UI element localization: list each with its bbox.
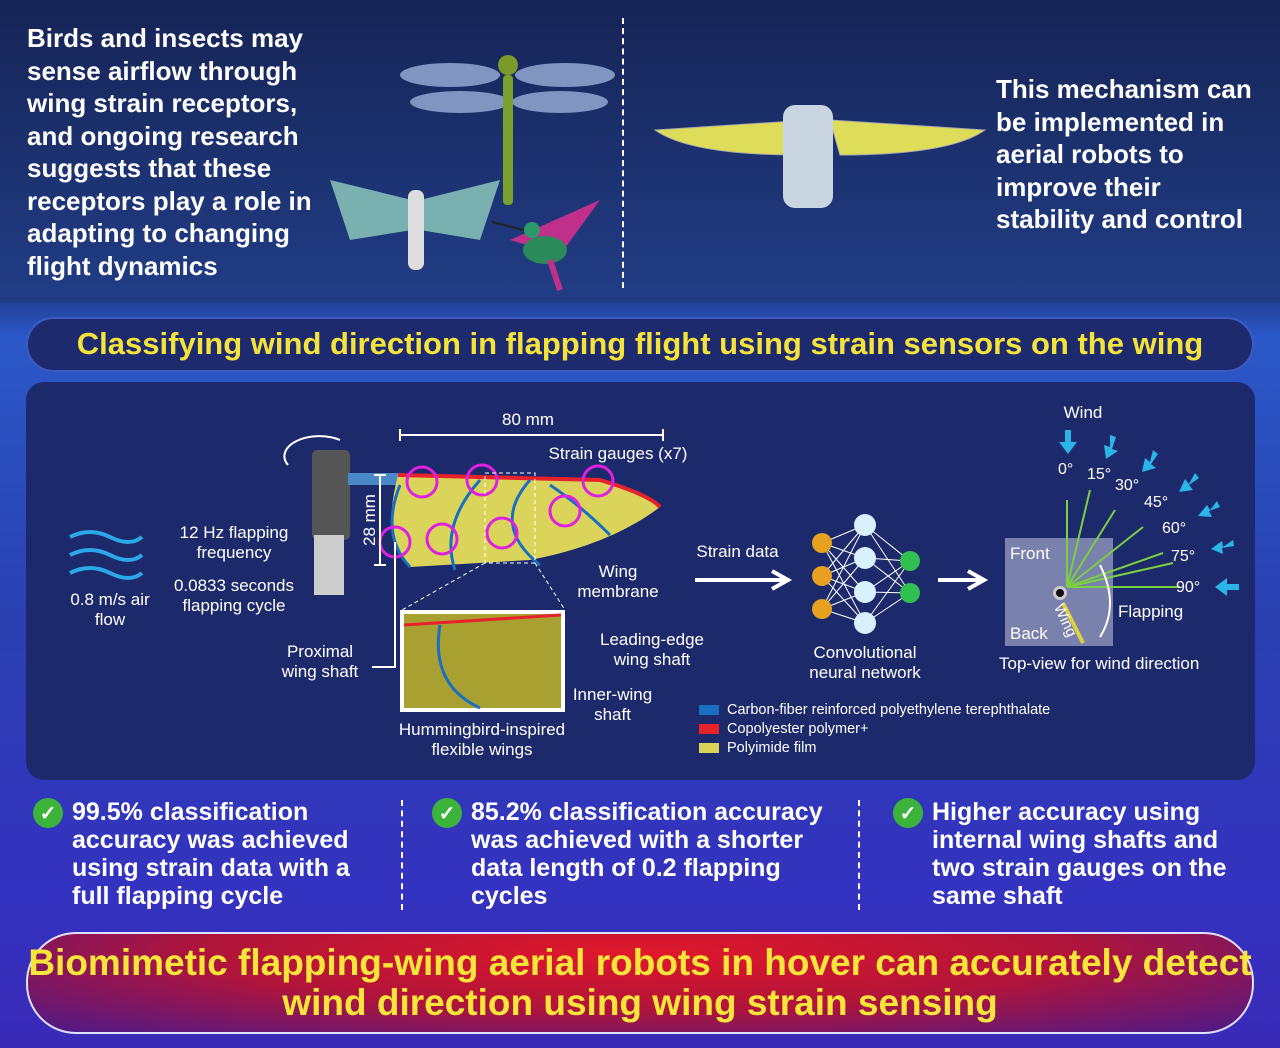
- legend-item: Carbon-fiber reinforced polyethylene ter…: [699, 702, 1050, 718]
- wings-caption: Hummingbird-inspired flexible wings: [398, 720, 566, 759]
- legend-item: Copolyester polymer+: [699, 721, 1050, 737]
- hummingbird-icon: [491, 200, 600, 291]
- cycle-label: 0.0833 seconds flapping cycle: [173, 576, 295, 615]
- airflow-label: 0.8 m/s air flow: [70, 590, 150, 629]
- legend-swatch: [699, 724, 719, 734]
- dragonfly-icon: [400, 55, 615, 205]
- width-dimension: 80 mm: [502, 410, 554, 429]
- legend-label: Carbon-fiber reinforced polyethylene ter…: [727, 702, 1051, 718]
- angle-30: 30°: [1115, 477, 1140, 494]
- angle-0: 0°: [1058, 461, 1074, 478]
- frequency-label: 12 Hz flapping frequency: [179, 523, 289, 562]
- angle-90: 90°: [1176, 579, 1201, 596]
- divider: [401, 800, 403, 910]
- cnn-diagram: [695, 514, 989, 634]
- wind-label: Wind: [1063, 403, 1103, 422]
- airflow-icon: [69, 530, 144, 580]
- flapping-robot-illustration: [653, 105, 987, 208]
- flapping-label: Flapping: [1118, 602, 1184, 621]
- angle-45: 45°: [1144, 494, 1169, 511]
- front-label: Front: [1010, 544, 1050, 563]
- proximal-shaft-label: Proximal wing shaft: [281, 642, 359, 681]
- result-2: 85.2% classification accuracy was achiev…: [471, 798, 823, 910]
- angle-75: 75°: [1171, 548, 1196, 565]
- legend-item: Polyimide film: [699, 740, 1050, 756]
- intro-right-text: This mechanism can be implemented in aer…: [996, 74, 1252, 234]
- wind-direction-diagram: [1053, 430, 1239, 644]
- back-label: Back: [1010, 624, 1048, 643]
- legend-label: Polyimide film: [727, 740, 817, 756]
- conclusion-banner: Biomimetic flapping-wing aerial robots i…: [26, 932, 1254, 1034]
- check-icon: ✓: [33, 798, 63, 828]
- materials-legend: Carbon-fiber reinforced polyethylene ter…: [699, 702, 1050, 756]
- legend-label: Copolyester polymer+: [727, 721, 869, 737]
- angle-15: 15°: [1087, 466, 1112, 483]
- intro-left-text: Birds and insects may sense airflow thro…: [27, 23, 312, 281]
- page-title: Classifying wind direction in flapping f…: [26, 317, 1254, 372]
- top-section: [0, 0, 1280, 303]
- divider: [622, 18, 624, 288]
- leading-edge-label: Leading-edge wing shaft: [600, 630, 704, 669]
- insects-illustration: [330, 55, 615, 291]
- strain-data-label: Strain data: [696, 542, 779, 561]
- height-dimension: 28 mm: [360, 494, 379, 546]
- divider: [858, 800, 860, 910]
- inner-wing-label: Inner-wing shaft: [572, 685, 653, 724]
- legend-swatch: [699, 743, 719, 753]
- legend-swatch: [699, 705, 719, 715]
- topview-caption: Top-view for wind direction: [999, 654, 1200, 673]
- conclusion-text: Biomimetic flapping-wing aerial robots i…: [28, 942, 1252, 1023]
- check-icon: ✓: [893, 798, 923, 828]
- cnn-label: Convolutional neural network: [809, 643, 921, 682]
- wing-diagram: [283, 429, 664, 712]
- check-icon: ✓: [432, 798, 462, 828]
- result-1: 99.5% classification accuracy was achiev…: [72, 798, 350, 910]
- strain-gauges-label: Strain gauges (x7): [548, 444, 688, 463]
- wing-membrane-label: Wing membrane: [577, 562, 659, 601]
- angle-60: 60°: [1162, 520, 1187, 537]
- result-3: Higher accuracy using internal wing shaf…: [932, 798, 1227, 910]
- moth-icon: [330, 180, 500, 270]
